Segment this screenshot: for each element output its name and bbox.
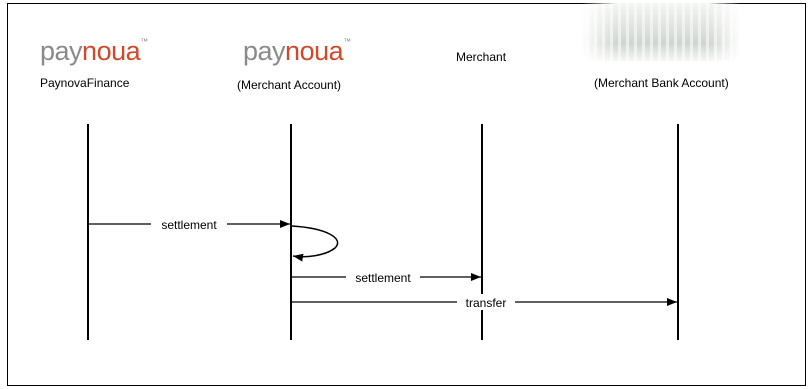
paynova-logo-nova: noua <box>82 36 141 66</box>
diagram-frame <box>7 3 806 386</box>
message-label-transfer: transfer <box>466 296 507 310</box>
message-label-bg <box>457 294 515 310</box>
message-label-bg <box>151 216 227 232</box>
message-arrow-self-call <box>291 225 339 262</box>
message-label-bg <box>346 269 420 285</box>
participant-label-paynova-finance: PaynovaFinance <box>40 76 130 90</box>
paynova-logo: paynoua™ <box>243 38 351 65</box>
participant-label-merchant-account: (Merchant Account) <box>237 78 342 92</box>
paynova-logo-tm: ™ <box>343 37 351 46</box>
message-label-settlement-1: settlement <box>161 218 217 232</box>
paynova-logo-nova: noua <box>285 36 344 66</box>
bank-building-image <box>581 3 741 61</box>
paynova-logo: paynoua™ <box>40 38 148 65</box>
paynova-logo-tm: ™ <box>140 37 148 46</box>
paynova-logo-pay: pay <box>40 36 83 66</box>
message-label-settlement-2: settlement <box>355 271 411 285</box>
participant-label-merchant-bank-account: (Merchant Bank Account) <box>594 76 729 90</box>
participant-label-merchant: Merchant <box>456 50 507 64</box>
paynova-logo-pay: pay <box>243 36 286 66</box>
